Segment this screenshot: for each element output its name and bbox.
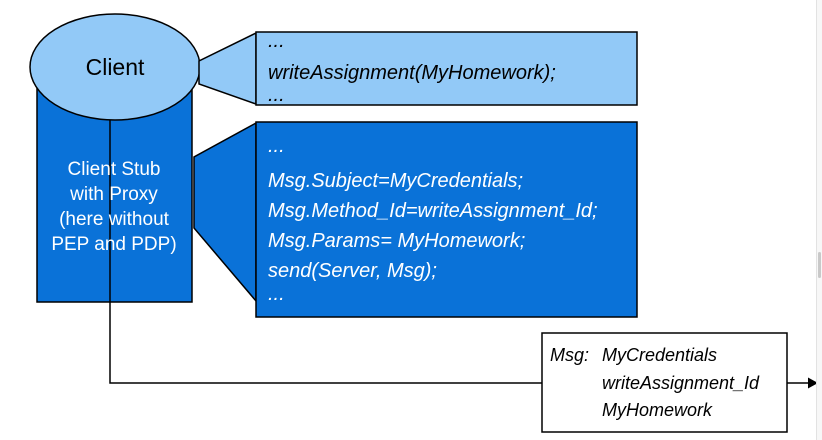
message-value: MyCredentials: [602, 345, 717, 365]
scrollbar-thumb[interactable]: [818, 252, 821, 278]
stub-code-line: ...: [268, 135, 285, 157]
stub-code-line: ...: [268, 283, 285, 305]
message-box: [541, 332, 788, 433]
stub-code-line: Msg.Subject=MyCredentials;: [268, 170, 523, 192]
message-arrow: [787, 377, 818, 389]
stub-code-line: send(Server, Msg);: [268, 260, 437, 282]
client-code-snippet: ... writeAssignment(MyHomework); ...: [268, 30, 556, 106]
client-code-callout-pointer: [198, 31, 257, 106]
client-code-line: ...: [268, 30, 285, 52]
client-code-line: ...: [268, 84, 285, 106]
client-label: Client: [86, 54, 145, 80]
vertical-scrollbar[interactable]: [816, 0, 822, 440]
client-stub-label: Client Stub with Proxy (here without PEP…: [51, 159, 176, 255]
client-stub-line: Client Stub: [68, 159, 161, 180]
message-value: writeAssignment_Id: [602, 373, 760, 393]
client-stub-line: PEP and PDP): [51, 234, 176, 255]
message-arrowhead-icon: [808, 377, 818, 389]
message-label: Msg:: [550, 345, 589, 365]
client-code-callout-box: [255, 31, 638, 106]
message-flow-line: [109, 116, 542, 384]
stub-code-snippet: ... Msg.Subject=MyCredentials; Msg.Metho…: [268, 135, 598, 305]
client-code-line: writeAssignment(MyHomework);: [268, 62, 556, 84]
message-value: MyHomework: [602, 400, 713, 420]
stub-code-line: Msg.Params= MyHomework;: [268, 230, 525, 252]
stub-code-line: Msg.Method_Id=writeAssignment_Id;: [268, 200, 598, 222]
stub-code-callout-pointer: [193, 121, 257, 304]
message-note: Msg: MyCredentials writeAssignment_Id My…: [550, 345, 760, 420]
stub-code-callout-box: [255, 121, 638, 318]
client-stub-line: with Proxy: [69, 184, 158, 205]
client-stub-line: (here without: [59, 209, 170, 230]
